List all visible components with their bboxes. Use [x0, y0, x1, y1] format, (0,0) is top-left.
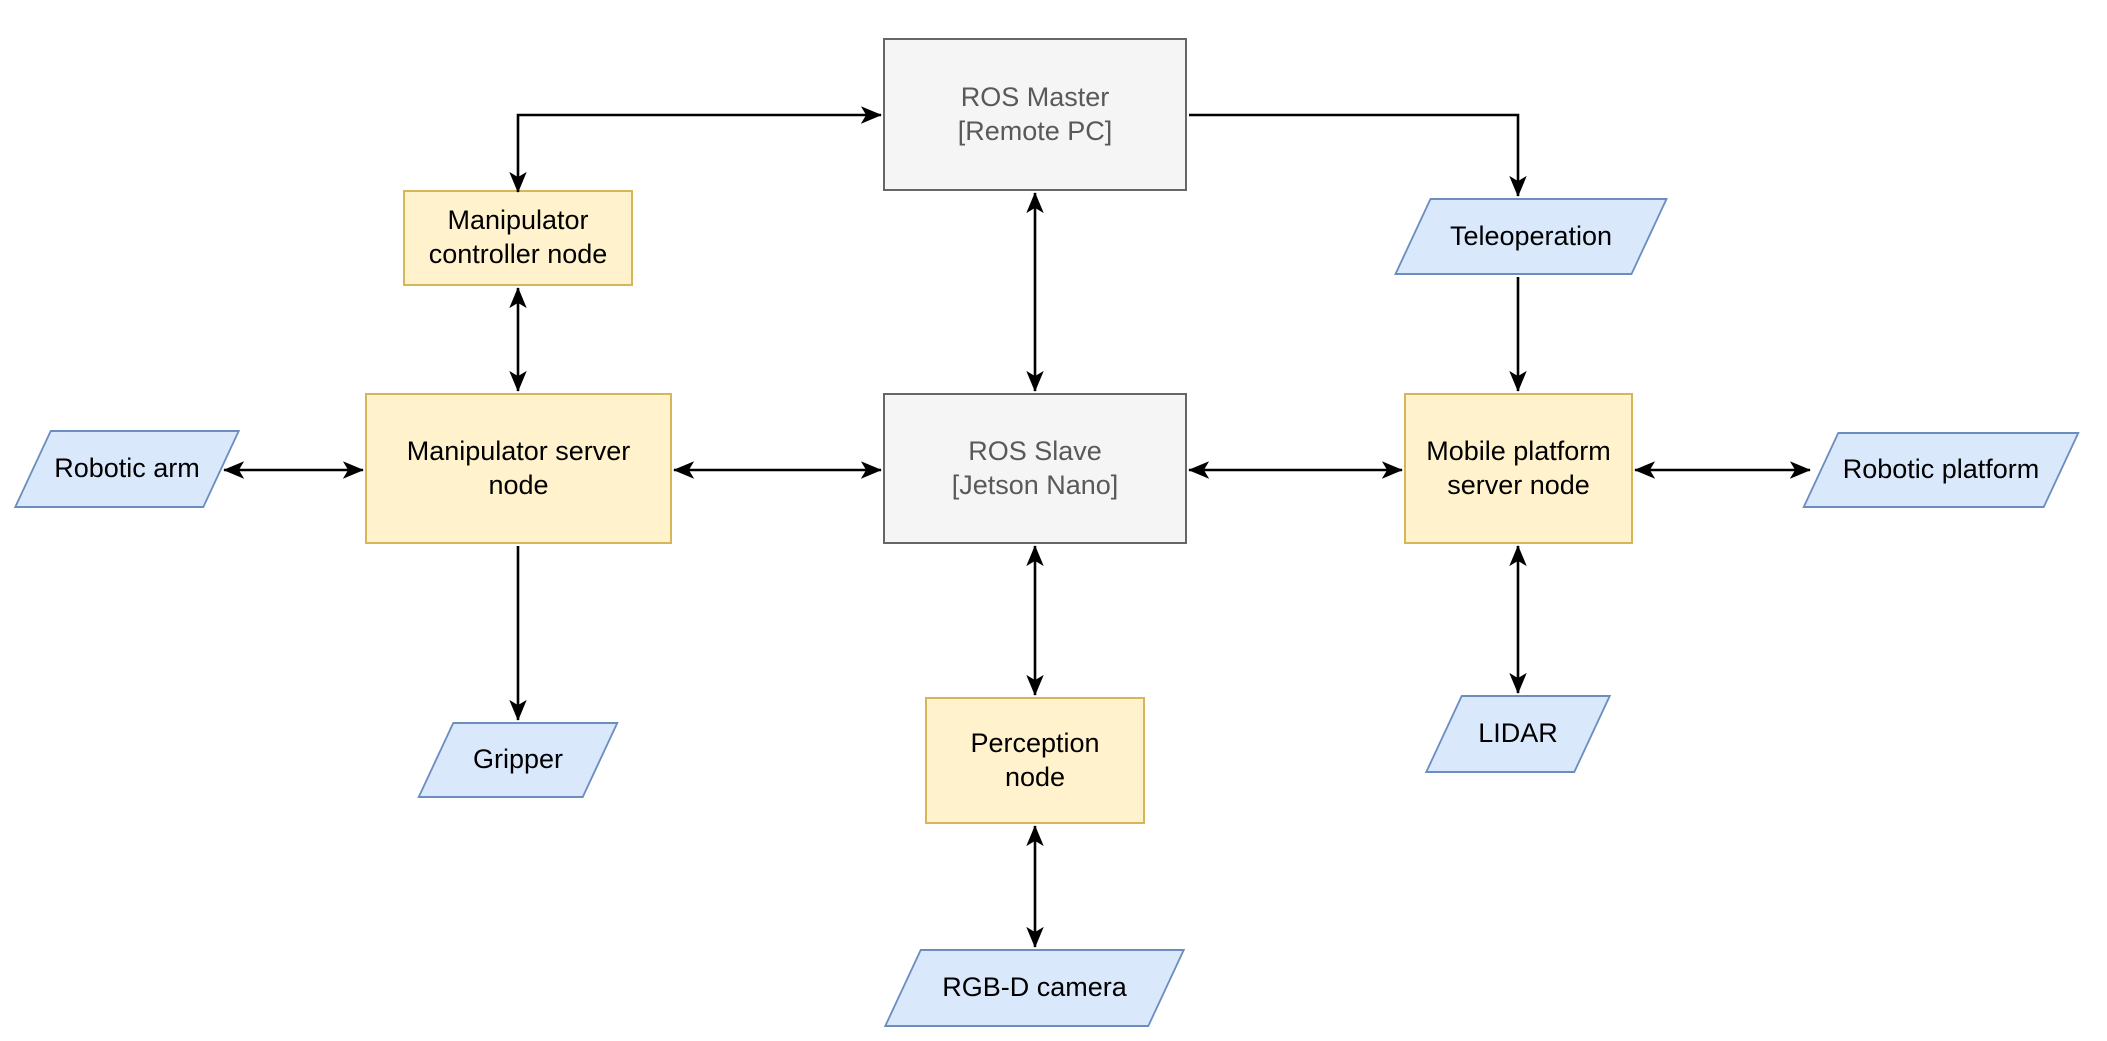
edge-manipulator-controller-ros-master [509, 106, 882, 193]
node-manipulator-server: Manipulator server node [365, 393, 672, 544]
io-gripper-label: Gripper [472, 744, 564, 775]
node-mobile-platform-server-label: Mobile platform server node [1426, 435, 1611, 500]
node-perception: Perception node [925, 697, 1145, 824]
node-ros-slave-label: ROS Slave [Jetson Nano] [951, 435, 1119, 500]
io-gripper: Gripper [415, 722, 621, 798]
io-teleoperation-label: Teleoperation [1449, 220, 1613, 251]
io-rgbd-camera-label: RGB-D camera [942, 972, 1127, 1003]
io-robotic-arm: Robotic arm [12, 430, 242, 508]
node-ros-master: ROS Master [Remote PC] [883, 38, 1187, 191]
io-robotic-arm-label: Robotic arm [54, 453, 200, 484]
io-lidar: LIDAR [1423, 695, 1613, 773]
io-teleoperation: Teleoperation [1392, 198, 1670, 275]
node-mobile-platform-server: Mobile platform server node [1404, 393, 1633, 544]
io-lidar-label: LIDAR [1478, 718, 1558, 749]
edge-ros-master-teleoperation [1189, 113, 1527, 197]
node-manipulator-controller-label: Manipulator controller node [428, 205, 608, 269]
node-manipulator-controller: Manipulator controller node [403, 190, 633, 286]
node-manipulator-server-label: Manipulator server node [406, 435, 631, 500]
io-rgbd-camera: RGB-D camera [882, 949, 1187, 1027]
node-perception-label: Perception node [970, 727, 1100, 792]
node-ros-master-label: ROS Master [Remote PC] [957, 81, 1113, 146]
node-ros-slave: ROS Slave [Jetson Nano] [883, 393, 1187, 544]
io-robotic-platform-label: Robotic platform [1842, 454, 2040, 485]
io-robotic-platform: Robotic platform [1800, 432, 2082, 508]
